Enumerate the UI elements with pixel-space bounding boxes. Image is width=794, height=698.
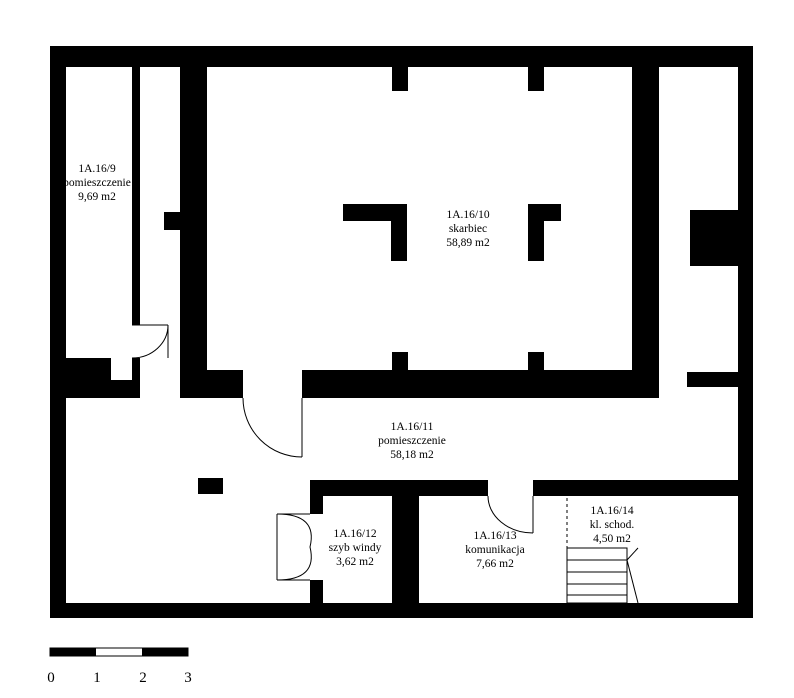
door-swing-arc (242, 397, 303, 458)
room-9-wall-bottom (132, 358, 140, 398)
room-label-name: pomieszczenie (63, 177, 131, 189)
doors (131, 324, 534, 581)
vault-pilaster (528, 352, 544, 370)
outer-wall-bottom (50, 603, 753, 618)
door-swing-arc (131, 324, 169, 359)
scale-bar-segment (142, 648, 188, 656)
scale-bar-label: 2 (139, 670, 147, 686)
room-label-name: kl. schod. (590, 519, 635, 531)
wall-stub (690, 210, 738, 266)
room-label-name: skarbiec (449, 223, 487, 235)
room-label-name: pomieszczenie (378, 435, 446, 447)
room-label-area: 58,18 m2 (390, 449, 434, 461)
room-label-number: 1A.16/10 (446, 209, 489, 221)
vault-pilaster (392, 352, 408, 370)
room-9-walls (66, 67, 180, 398)
vault-pilaster (392, 67, 408, 91)
shaft-wall-left (310, 580, 323, 603)
wall-stub (687, 372, 738, 387)
room-label-area: 4,50 m2 (593, 533, 631, 545)
shaft-wall-left (310, 480, 323, 514)
room-label-area: 58,89 m2 (446, 237, 490, 249)
room-label-area: 3,62 m2 (336, 556, 374, 568)
room-label-number: 1A.16/9 (78, 163, 116, 175)
room-label-name: komunikacja (465, 544, 524, 556)
vault-pilaster (528, 67, 544, 91)
vault-wall-bottom-right (302, 370, 659, 398)
scale-bar: 0 1 2 3 (47, 647, 192, 686)
room-9-wall-bottom (66, 358, 111, 398)
vault-wall-bottom-left (180, 370, 243, 398)
room-label-number: 1A.16/14 (590, 505, 633, 517)
scale-bar-segment (50, 648, 96, 656)
room-label-number: 1A.16/13 (473, 530, 516, 542)
door-swing-arc (487, 495, 534, 534)
stair-rail (626, 559, 639, 604)
outer-walls (50, 46, 753, 618)
vault-pillar (528, 204, 544, 261)
room-9-partition (132, 67, 140, 325)
lower-wall-top (533, 480, 738, 496)
vault-pillar (391, 204, 407, 261)
outer-wall-top (50, 46, 753, 67)
room-label-number: 1A.16/11 (391, 421, 434, 433)
shaft-wall-right (392, 480, 419, 603)
room-labels: 1A.16/9 pomieszczenie 9,69 m2 1A.16/10 s… (63, 163, 634, 570)
outer-wall-left (50, 46, 66, 618)
scale-bar-label: 3 (184, 670, 192, 686)
vault-wall-right (632, 67, 659, 398)
scale-bar-label: 0 (47, 670, 55, 686)
lower-walls (198, 478, 738, 603)
scale-bar-label: 1 (93, 670, 101, 686)
vault-walls (180, 67, 659, 398)
room-label-number: 1A.16/12 (333, 528, 376, 540)
stair-outline (566, 547, 628, 604)
room-label-name: szyb windy (329, 542, 382, 554)
door-swing-arc (276, 513, 312, 581)
staircase (566, 498, 639, 604)
column (198, 478, 223, 494)
outer-wall-right (738, 46, 753, 618)
wall-stub (164, 212, 180, 230)
vault-wall-left (180, 67, 207, 398)
stair-rail (626, 547, 639, 561)
room-label-area: 7,66 m2 (476, 558, 514, 570)
right-wall-stubs (687, 210, 738, 387)
room-label-area: 9,69 m2 (78, 191, 116, 203)
